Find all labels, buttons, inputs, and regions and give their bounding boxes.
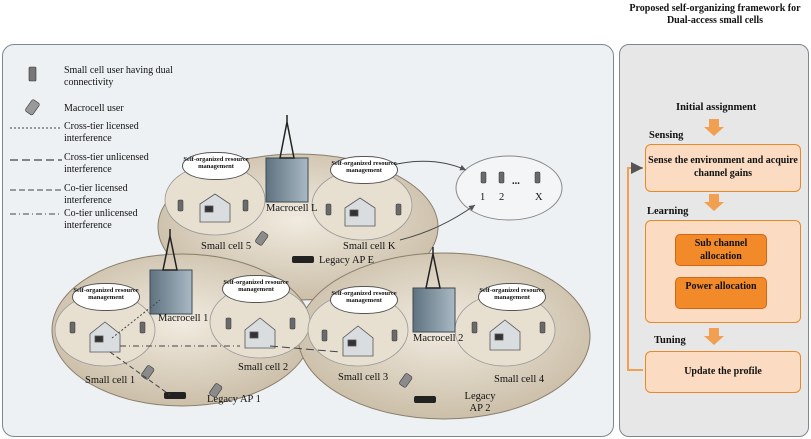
learning-label: Learning [647,206,689,217]
user-1-label: 1 [480,192,486,203]
macrocell-L-tower-icon [265,115,309,203]
user-X-label: X [535,192,543,203]
legacy-ap-E-icon [292,256,314,263]
subchannel-allocation-box: Sub channel allocation [675,234,767,266]
arrow-down-1 [704,119,724,136]
macrocell-1-tower-icon [149,229,193,315]
label-small-cell-3: Small cell 3 [338,372,389,383]
label-macrocell-1: Macrocell 1 [158,313,209,324]
resource-management-cloud-1: Self-organized resource management [72,283,140,311]
initial-assignment-label: Initial assignment [676,102,757,113]
update-profile-box: Update the profile [645,351,801,393]
label-small-cell-4: Small cell 4 [494,374,545,385]
resource-management-cloud-5: Self-organized resource management [182,152,250,180]
sensing-label: Sensing [649,130,684,141]
label-small-cell-2: Small cell 2 [238,362,289,373]
power-allocation-box: Power allocation [675,277,767,309]
macrocell-2-tower-icon [412,247,456,333]
users-ellipsis: ... [512,176,520,187]
legend-phone-icon [28,66,37,82]
sensing-box: Sense the environment and acquire channe… [645,144,801,192]
small-cell-2-house-icon [244,317,276,349]
feedback-loop-arrow [627,162,643,371]
legend-mobile-icon [25,99,40,116]
users-group-bubble [455,155,563,221]
arrow-down-2 [704,194,724,211]
small-cell-1-house-icon [89,321,121,353]
label-small-cell-K: Small cell K [343,241,396,252]
legend-co-tier-unlicensed: Co-tier unlicensed interference [64,208,138,231]
tuning-label: Tuning [654,335,686,346]
legacy-ap-1-icon [164,392,186,399]
small-cell-K-house-icon [344,197,376,227]
label-legacy-ap-2: Legacy AP 2 [464,391,496,414]
label-legacy-ap-E: Legacy AP E [319,255,375,266]
user-2-label: 2 [499,192,505,203]
legend-macrocell-user: Macrocell user [64,103,124,114]
label-legacy-ap-1: Legacy AP 1 [207,394,261,405]
resource-management-cloud-K: Self-organized resource management [330,156,398,184]
legend-cross-tier-licensed: Cross-tier licensed interference [64,121,139,144]
framework-title: Proposed self-organizing framework for D… [629,3,801,26]
small-cell-5-house-icon [199,193,231,223]
label-small-cell-1: Small cell 1 [85,375,136,386]
legend-co-tier-licensed: Co-tier licensed interference [64,183,128,206]
legend-cross-tier-unlicensed: Cross-tier unlicensed interference [64,152,149,175]
label-small-cell-5: Small cell 5 [201,241,252,252]
small-cell-3-house-icon [342,325,374,357]
legend-dual-connectivity: Small cell user having dual connectivity [64,65,173,88]
arrow-down-3 [704,328,724,345]
resource-management-cloud-4: Self-organized resource management [478,283,546,311]
legacy-ap-2-icon [414,396,436,403]
resource-management-cloud-2: Self-organized resource management [222,275,290,303]
label-macrocell-L: Macrocell L [266,203,318,214]
resource-management-cloud-3: Self-organized resource management [330,286,398,314]
small-cell-4-house-icon [489,319,521,351]
label-macrocell-2: Macrocell 2 [413,333,464,344]
